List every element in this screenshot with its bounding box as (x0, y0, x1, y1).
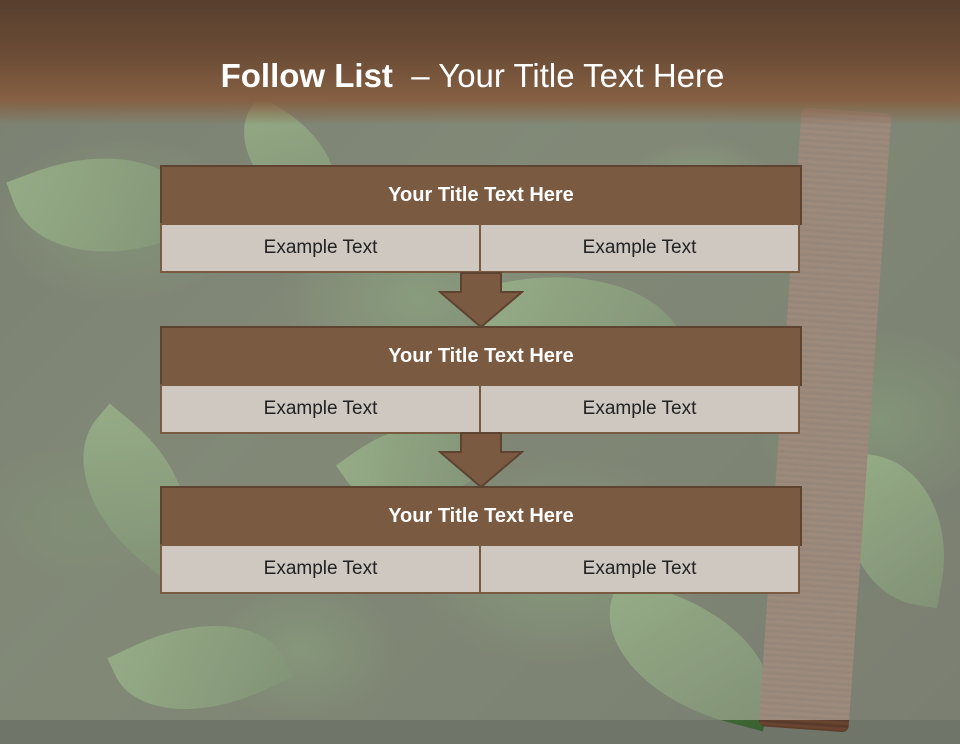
block-cell-right: Example Text (479, 544, 800, 594)
slide-title: Follow List – Your Title Text Here (0, 52, 945, 100)
flow-block-2: Your Title Text Here Example Text Exampl… (160, 326, 802, 434)
down-arrow-icon (438, 272, 524, 328)
block-title: Your Title Text Here (160, 326, 802, 386)
title-rest-part: – Your Title Text Here (411, 57, 725, 94)
down-arrow-icon (438, 432, 524, 488)
block-cell-right: Example Text (479, 223, 800, 273)
title-band (0, 0, 960, 125)
flow-block-1: Your Title Text Here Example Text Exampl… (160, 165, 802, 273)
block-cell-left: Example Text (160, 223, 481, 273)
block-title: Your Title Text Here (160, 165, 802, 225)
block-cell-right: Example Text (479, 384, 800, 434)
block-cell-left: Example Text (160, 384, 481, 434)
block-cell-left: Example Text (160, 544, 481, 594)
title-bold-part: Follow List (220, 57, 393, 94)
block-title: Your Title Text Here (160, 486, 802, 546)
flow-block-3: Your Title Text Here Example Text Exampl… (160, 486, 802, 594)
